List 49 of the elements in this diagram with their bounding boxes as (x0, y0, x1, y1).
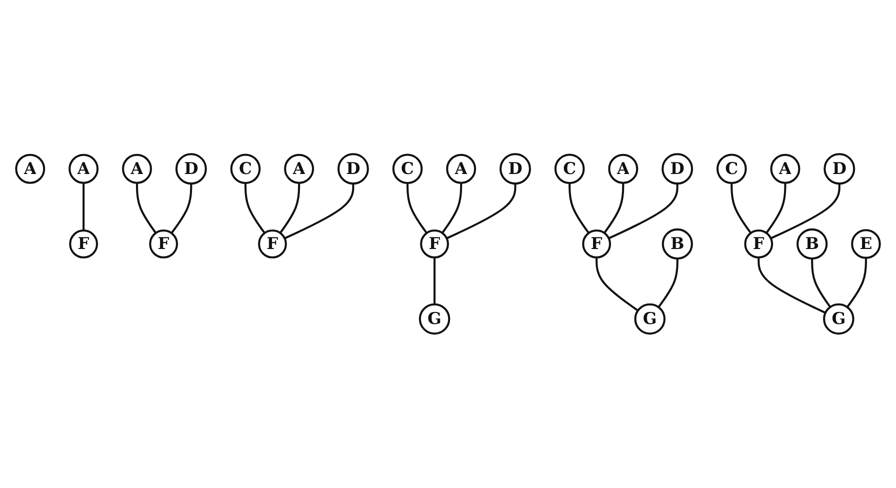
connector (604, 182, 624, 234)
node-circle: E (851, 229, 881, 259)
node-circle: A (446, 154, 476, 184)
node-circle: D (175, 153, 207, 185)
connector (446, 184, 516, 240)
node-circle: G (634, 303, 666, 335)
connector (406, 183, 428, 234)
connector (244, 183, 266, 234)
connector (441, 182, 462, 234)
node-circle: B (662, 228, 693, 260)
node-circle: A (68, 154, 99, 184)
node-circle: C (392, 154, 423, 184)
connector (770, 184, 840, 240)
node-circle: D (662, 153, 694, 185)
node-circle: G (823, 303, 854, 335)
node-circle: A (122, 154, 152, 184)
node-circle: B (796, 228, 828, 260)
node-circle: A (284, 154, 314, 184)
node-circle: F (149, 230, 178, 259)
node-circle: F (744, 230, 774, 259)
node-circle: F (258, 230, 287, 259)
connector (434, 258, 436, 304)
connector (82, 182, 85, 231)
connector (730, 183, 752, 234)
connector (811, 258, 832, 308)
connector (568, 183, 590, 234)
node-circle: A (770, 154, 800, 184)
node-circle: F (582, 230, 612, 259)
node-circle: G (418, 303, 450, 335)
node-circle: A (608, 154, 638, 184)
connector (170, 184, 192, 234)
connector (284, 184, 354, 240)
connector (846, 258, 867, 308)
node-circle: D (824, 153, 856, 185)
connector (758, 258, 826, 314)
node-circle: D (337, 153, 369, 185)
node-circle: C (716, 154, 747, 184)
node-circle: F (420, 230, 449, 259)
node-circle: C (554, 154, 585, 184)
connector (658, 258, 678, 308)
node-circle: C (230, 154, 261, 184)
connector (608, 184, 678, 240)
connector (766, 182, 786, 234)
connector (279, 182, 300, 234)
node-circle: D (500, 153, 531, 185)
node-circle: A (15, 154, 46, 184)
node-circle: F (69, 230, 98, 259)
connector (136, 182, 157, 234)
connector (596, 258, 639, 312)
